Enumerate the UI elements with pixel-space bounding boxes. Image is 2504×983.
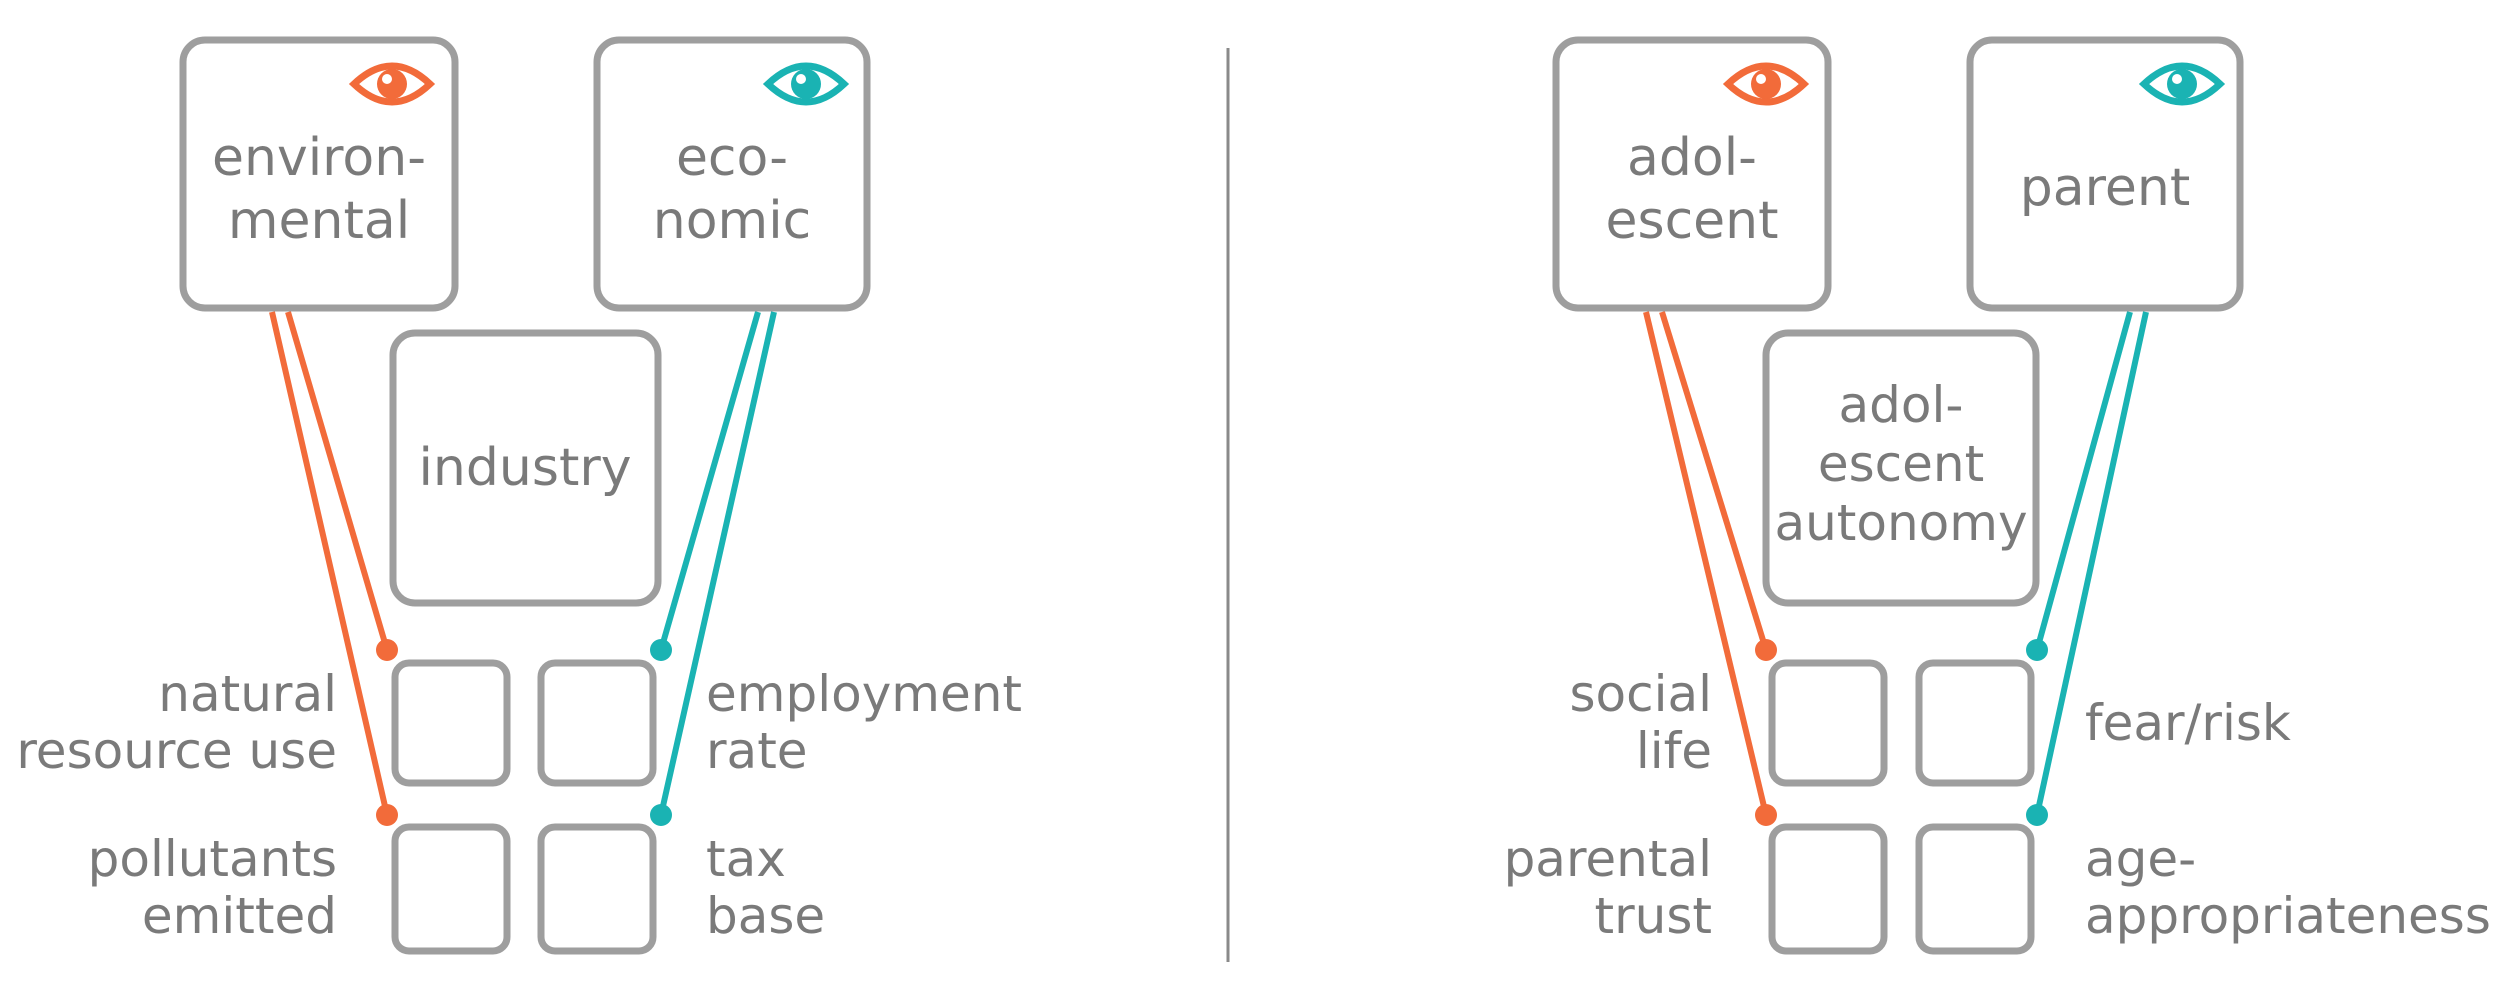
right-square-r2-right bbox=[1915, 823, 2035, 955]
left-row2-right-label-2: base bbox=[706, 887, 825, 945]
left-row2-left-label-2: emitted bbox=[142, 887, 337, 945]
left-viewpoint-b-label-1: eco- bbox=[676, 128, 788, 188]
left-square-r1-right bbox=[537, 659, 657, 787]
left-viewpoint-b-label-2: nomic bbox=[653, 191, 811, 251]
left-viewpoint-a-box bbox=[179, 36, 459, 312]
right-viewpoint-a-label-1: adol- bbox=[1627, 128, 1757, 188]
left-teal-connectors bbox=[650, 311, 777, 826]
left-viewpoint-a-label-1: environ- bbox=[212, 128, 426, 188]
right-topic-box bbox=[1762, 329, 2040, 607]
right-row1-left-label-2: life bbox=[1636, 722, 1712, 780]
left-row1-left-label-1: natural bbox=[158, 665, 337, 723]
left-orange-dot-row1 bbox=[376, 639, 398, 661]
right-viewpoint-b-box bbox=[1966, 36, 2244, 312]
right-row2-right-label-1: age- bbox=[2085, 830, 2196, 888]
right-viewpoint-a-box bbox=[1552, 36, 1832, 312]
left-row2-left-label-1: pollutants bbox=[88, 830, 337, 888]
right-row2-left-label-1: parental bbox=[1504, 830, 1712, 888]
left-viewpoint-a: environ- mental bbox=[179, 36, 459, 312]
left-teal-dot-row1 bbox=[650, 639, 672, 661]
right-teal-line-row1 bbox=[2034, 311, 2133, 651]
left-row1-right-label-2: rate bbox=[706, 722, 808, 780]
left-orange-connectors bbox=[269, 311, 398, 826]
right-row1-right-label-1: fear/risk bbox=[2085, 694, 2291, 752]
right-orange-connectors bbox=[1643, 311, 1777, 826]
right-orange-dot-row2 bbox=[1755, 804, 1777, 826]
right-viewpoint-b-label-1: parent bbox=[2020, 158, 2190, 218]
eye-icon bbox=[1722, 62, 1810, 106]
left-row1-right-label-1: employment bbox=[706, 665, 1022, 723]
eye-icon bbox=[348, 62, 436, 106]
left-panel: environ- mental eco- nomic industry natu… bbox=[16, 36, 1022, 955]
right-square-r2-left bbox=[1768, 823, 1888, 955]
right-viewpoint-a: adol- escent bbox=[1552, 36, 1832, 312]
right-row2-left-label-2: trust bbox=[1594, 887, 1712, 945]
left-row1-left-label-2: resource use bbox=[16, 722, 337, 780]
left-row2-right-label-1: tax bbox=[706, 830, 786, 888]
right-topic-label-1: adol- bbox=[1839, 376, 1964, 434]
left-teal-line-row2 bbox=[658, 311, 777, 816]
right-viewpoint-a-label-2: escent bbox=[1605, 191, 1778, 251]
right-topic-label-2: escent bbox=[1818, 435, 1984, 493]
right-teal-dot-row2 bbox=[2026, 804, 2048, 826]
left-teal-line-row1 bbox=[658, 311, 761, 651]
right-topic-label-3: autonomy bbox=[1774, 494, 2027, 552]
right-row1-left-label-1: social bbox=[1569, 665, 1712, 723]
left-orange-dot-row2 bbox=[376, 804, 398, 826]
right-orange-dot-row1 bbox=[1755, 639, 1777, 661]
right-teal-dot-row1 bbox=[2026, 639, 2048, 661]
right-square-r1-left bbox=[1768, 659, 1888, 787]
right-row2-right-label-2: appropriateness bbox=[2085, 887, 2491, 945]
right-orange-line-row1 bbox=[1659, 311, 1769, 651]
right-teal-line-row2 bbox=[2034, 311, 2149, 816]
left-square-r2-left bbox=[391, 823, 511, 955]
left-topic-label: industry bbox=[418, 438, 631, 498]
left-topic-box bbox=[389, 329, 662, 607]
left-orange-line-row1 bbox=[285, 311, 390, 651]
left-viewpoint-b-box bbox=[593, 36, 871, 312]
left-square-r1-left bbox=[391, 659, 511, 787]
right-topic: adol- escent autonomy bbox=[1762, 329, 2040, 607]
right-square-r1-right bbox=[1915, 659, 2035, 787]
left-orange-line-row2 bbox=[269, 311, 390, 816]
left-viewpoint-a-label-2: mental bbox=[228, 191, 410, 251]
eye-icon bbox=[2138, 62, 2226, 106]
left-viewpoint-b: eco- nomic bbox=[593, 36, 871, 312]
right-panel: adol- escent parent adol- escent autonom… bbox=[1504, 36, 2491, 955]
eye-icon bbox=[762, 62, 850, 106]
left-square-r2-right bbox=[537, 823, 657, 955]
right-teal-connectors bbox=[2026, 311, 2149, 826]
left-teal-dot-row2 bbox=[650, 804, 672, 826]
left-topic: industry bbox=[389, 329, 662, 607]
right-viewpoint-b: parent bbox=[1966, 36, 2244, 312]
right-orange-line-row2 bbox=[1643, 311, 1769, 816]
